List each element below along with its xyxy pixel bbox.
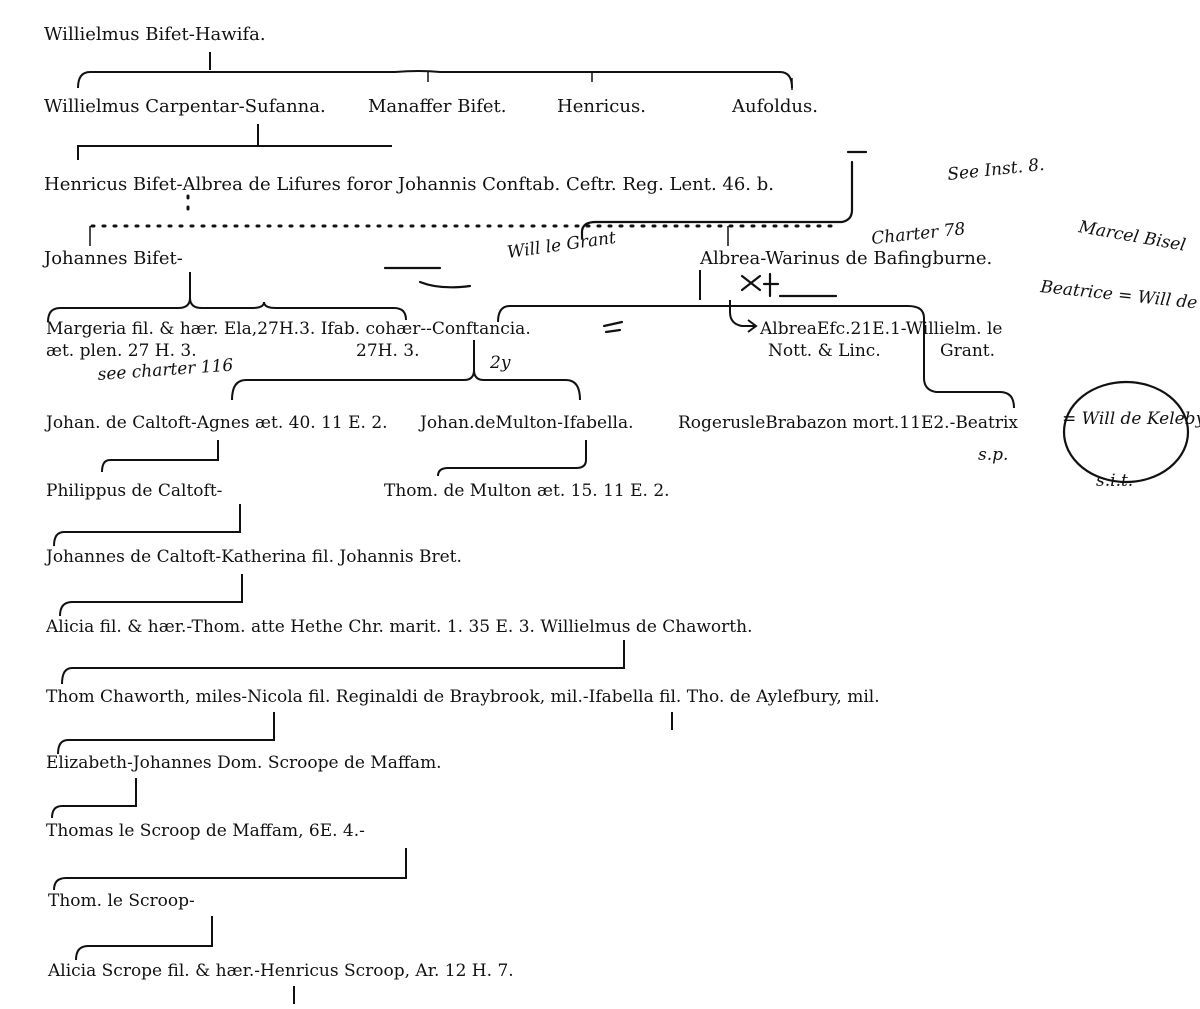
descent-line-g9 xyxy=(61,640,625,685)
annotation-marks xyxy=(740,272,838,298)
person-johannes-caltoft: Johannes de Caltoft-Katherina fil. Johan… xyxy=(44,547,462,567)
annotation-sit: s.i.t. xyxy=(1096,471,1133,491)
person-thom-chaworth: Thom Chaworth, miles-Nicola fil. Reginal… xyxy=(46,687,880,707)
sibling-bracket-g2 xyxy=(77,70,793,89)
annotation-scribble-a xyxy=(383,266,472,289)
annotation-bracket-right xyxy=(580,150,868,240)
note-27h3: 27H. 3. xyxy=(356,341,419,361)
person-henricus: Henricus. xyxy=(557,96,646,117)
link-albrea-arrow xyxy=(747,319,758,333)
annotation-charter: Charter 78 xyxy=(870,219,966,249)
descent-line-g12 xyxy=(53,848,407,891)
annotation-will-de-keleby: = Will de Keleby xyxy=(1062,409,1200,429)
descent-line-g13 xyxy=(75,916,213,961)
bracket-g5-left xyxy=(47,297,407,323)
person-alicia-scrope: Alicia Scrope fil. & hær.-Henricus Scroo… xyxy=(47,961,514,981)
person-manaffer-bifet: Manaffer Bifet. xyxy=(368,96,507,117)
annotation-equals xyxy=(602,320,624,334)
bracket-g3 xyxy=(77,145,392,160)
person-margeria: Margeria fil. & hær. Ela,27H.3. Ifab. co… xyxy=(46,319,531,339)
person-elizabeth-scroope: Elizabeth-Johannes Dom. Scroope de Maffa… xyxy=(46,753,442,773)
person-willielmus-bifet: Willielmus Bifet-Hawifa. xyxy=(44,24,266,45)
descent-line-g6 xyxy=(101,440,219,473)
person-aufoldus: Aufoldus. xyxy=(731,96,818,117)
person-johannes-bifet: Johannes Bifet- xyxy=(42,248,183,269)
person-alicia-hethe: Alicia fil. & hær.-Thom. atte Hethe Chr.… xyxy=(45,617,752,637)
annotation-circle xyxy=(1062,380,1190,484)
annotation-see-inst: See Inst. 8. xyxy=(946,155,1045,185)
person-philippus-caltoft: Philippus de Caltoft- xyxy=(46,481,222,501)
annotation-marcel-bisel: Marcel Bisel xyxy=(1076,217,1187,256)
person-thom-multon: Thom. de Multon æt. 15. 11 E. 2. xyxy=(384,481,670,501)
person-albrea-warinus: Albrea-Warinus de Bafingburne. xyxy=(699,248,992,269)
person-willielmus-carpentar: Willielmus Carpentar-Sufanna. xyxy=(44,96,326,117)
person-johan-caltoft: Johan. de Caltoft-Agnes æt. 40. 11 E. 2. xyxy=(44,413,388,433)
annotation-will-le-grant: Will le Grant xyxy=(506,228,617,263)
note-nott-linc: Nott. & Linc. xyxy=(768,341,881,361)
bracket-g6 xyxy=(231,369,581,401)
person-johan-multon: Johan.deMulton-Ifabella. xyxy=(418,413,633,433)
descent-line-g10 xyxy=(57,712,275,755)
descent-line-g6-multon xyxy=(437,440,587,477)
annotation-2y: 2y xyxy=(489,353,511,373)
note-sp: s.p. xyxy=(978,445,1008,465)
descent-line-g7 xyxy=(53,504,241,547)
person-albrea-efc: AlbreaEfc.21E.1-Willielm. le xyxy=(759,319,1002,339)
person-thom-le-scroop: Thom. le Scroop- xyxy=(48,891,195,911)
person-thomas-le-scroop: Thomas le Scroop de Maffam, 6E. 4.- xyxy=(46,821,365,841)
link-albrea-efc xyxy=(699,270,756,327)
note-aet-plen: æt. plen. 27 H. 3. xyxy=(46,341,197,361)
descent-line-g8 xyxy=(59,574,243,617)
person-rogerus-brabazon: RogeruslеBrabazon mort.11E2.-Beatrix xyxy=(678,413,1018,433)
descent-line-g11 xyxy=(51,778,137,819)
person-henricus-bifet: Henricus Bifet-Albrea de Lifures foror J… xyxy=(44,174,774,195)
note-grant: Grant. xyxy=(940,341,995,361)
bracket-g5-right xyxy=(497,305,1015,409)
annotation-beatrice: Beatrice = Will de Keleby xyxy=(1038,277,1200,320)
